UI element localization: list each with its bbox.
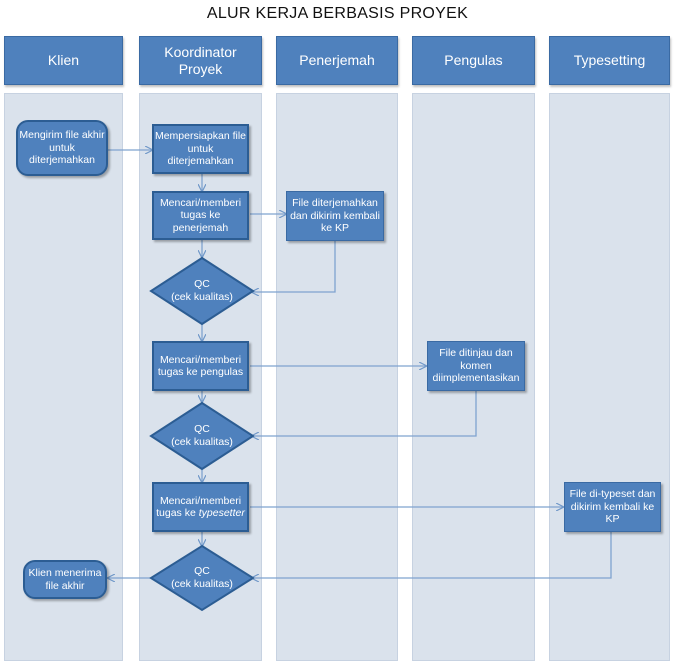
- lane-header-label: Penerjemah: [299, 52, 375, 68]
- arrow-translated-to-qc1: [252, 241, 336, 292]
- node-label: Mempersiapkan file untuk diterjemahkan: [154, 130, 247, 168]
- node-client-send: Mengirim file akhir untuk diterjemahkan: [16, 120, 108, 176]
- qc3-label: QC (cek kualitas): [152, 565, 252, 590]
- node-label: File ditinjau dan komen diimplementasika…: [432, 347, 520, 385]
- node-client-receive: Klien menerima file akhir: [23, 560, 107, 599]
- node-prepare-files: Mempersiapkan file untuk diterjemahkan: [152, 124, 249, 174]
- node-label: File diterjemahkan dan dikirim kembali k…: [290, 197, 380, 235]
- lane-header-coordinator: Koordinator Proyek: [139, 36, 262, 85]
- qc2-label-line2: (cek kualitas): [171, 435, 233, 448]
- node-translated: File diterjemahkan dan dikirim kembali k…: [286, 191, 384, 241]
- node-label: Mencari/memberi tugas ke pengulas: [157, 353, 244, 379]
- diagram-title: ALUR KERJA BERBASIS PROYEK: [206, 5, 469, 22]
- node-reviewed: File ditinjau dan komen diimplementasika…: [427, 341, 525, 391]
- lane-header-label: Klien: [47, 52, 80, 68]
- qc1-label-line1: QC: [194, 278, 210, 290]
- node-assign-translator: Mencari/memberi tugas ke penerjemah: [152, 191, 249, 240]
- qc2-label: QC (cek kualitas): [152, 423, 252, 448]
- qc1-diamond: [149, 256, 255, 326]
- node-label: Mencari/memberi tugas ke penerjemah: [159, 196, 242, 234]
- node-label-prefix: Mencari/memberi tugas ke: [156, 494, 242, 520]
- qc1-label-line2: (cek kualitas): [171, 290, 233, 303]
- arrow-typeset-to-qc3: [252, 532, 612, 578]
- lane-translator: [276, 93, 398, 661]
- lane-header-typesetting: Typesetting: [549, 36, 670, 85]
- lane-header-reviewer: Pengulas: [412, 36, 535, 85]
- node-label: File di-typeset dan dikirim kembali ke K…: [569, 488, 656, 526]
- qc3-diamond: [149, 544, 255, 612]
- qc2-label-line1: QC: [194, 423, 210, 435]
- node-label: Klien menerima file akhir: [28, 567, 102, 592]
- lane-header-label: Typesetting: [573, 52, 646, 68]
- node-assign-typesetter: Mencari/memberi tugas ke typesetter: [152, 482, 249, 532]
- node-label: Mencari/memberi tugas ke typesetter: [154, 495, 247, 520]
- node-label: Mengirim file akhir untuk diterjemahkan: [19, 129, 105, 167]
- node-label-emphasis: typesetter: [198, 507, 245, 519]
- lane-header-client: Klien: [4, 36, 123, 85]
- node-assign-reviewer: Mencari/memberi tugas ke pengulas: [152, 341, 249, 391]
- lane-header-label: Koordinator Proyek: [164, 43, 237, 77]
- lane-header-translator: Penerjemah: [276, 36, 398, 85]
- qc2-diamond: [149, 401, 255, 471]
- qc1-label: QC (cek kualitas): [152, 278, 252, 303]
- lane-typesetting: [549, 93, 670, 661]
- node-typeset: File di-typeset dan dikirim kembali ke K…: [564, 482, 661, 532]
- arrow-reviewed-to-qc2: [252, 391, 477, 436]
- qc3-label-line1: QC: [194, 565, 210, 577]
- qc3-label-line2: (cek kualitas): [171, 577, 233, 590]
- lane-header-label: Pengulas: [444, 52, 503, 68]
